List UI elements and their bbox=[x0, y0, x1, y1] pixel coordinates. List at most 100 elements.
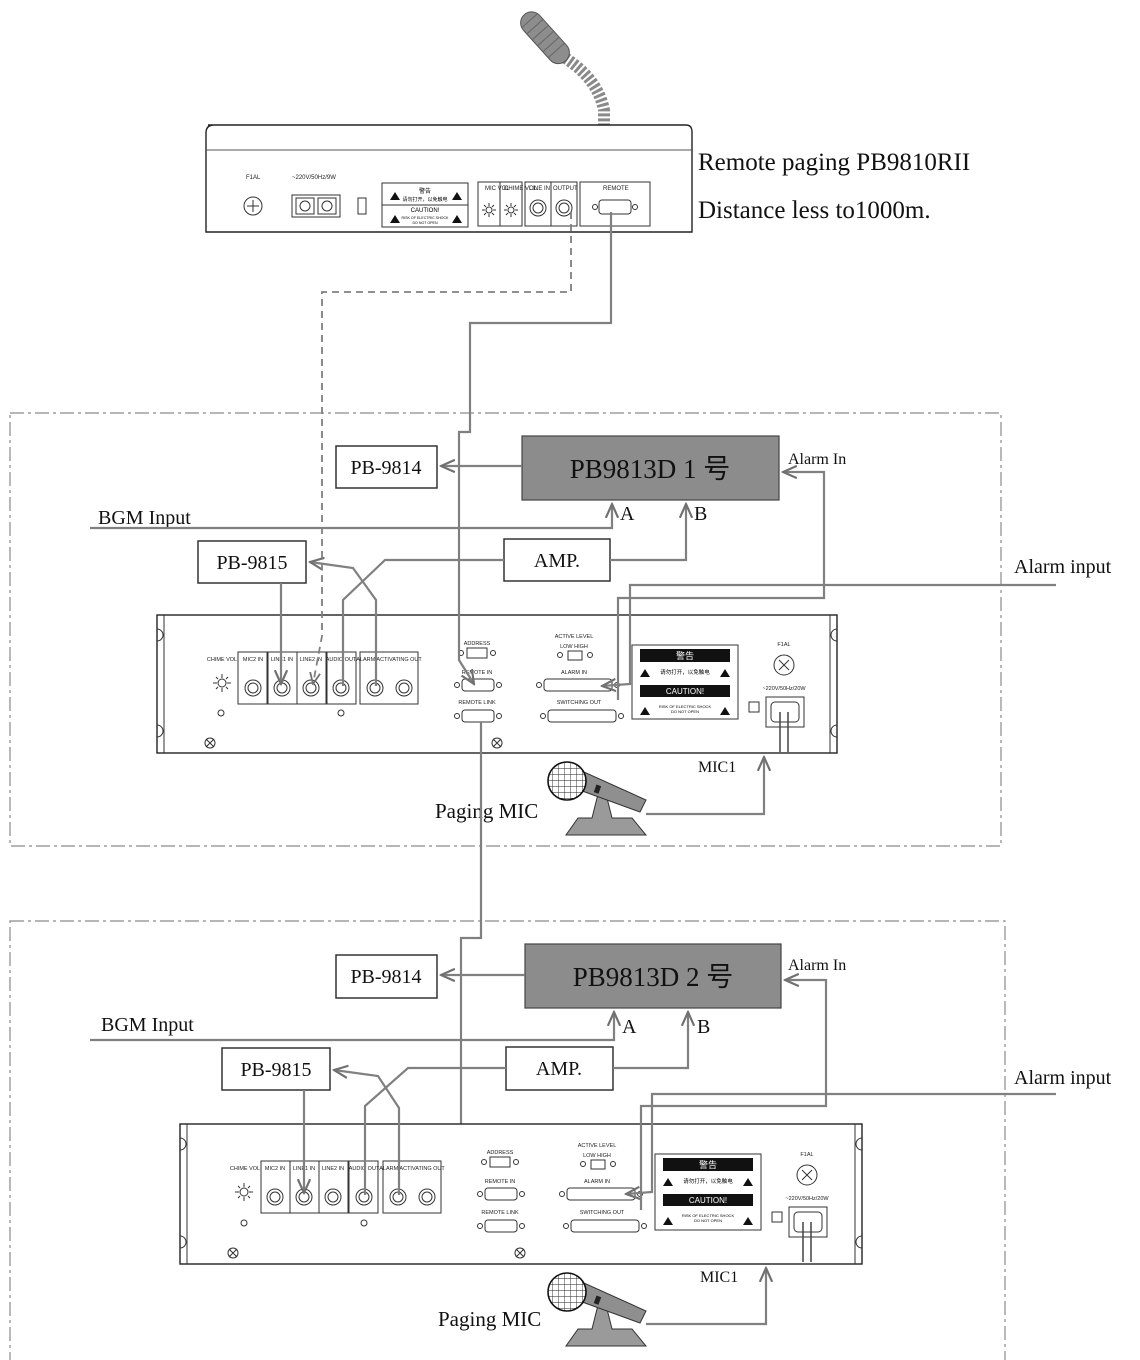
unit1-switching-out-port bbox=[547, 709, 617, 723]
unit1-switching-out-label: SWITCHING OUT bbox=[557, 700, 602, 706]
unit2-low-high-label: LOW HIGH bbox=[583, 1153, 611, 1159]
unit1-fuse-holder bbox=[773, 654, 795, 676]
unit1-level-switch bbox=[567, 650, 583, 661]
unit2-caution: CAUTION! bbox=[689, 1196, 727, 1205]
unit1-caution-sub2: DO NOT OPEN bbox=[671, 709, 699, 714]
unit2-caution-sub1: RISK OF ELECTRIC SHOCK bbox=[682, 1213, 735, 1218]
remote-line-in-jack bbox=[529, 199, 547, 217]
unit1-pb9813d-box bbox=[521, 435, 780, 501]
unit2-bgm-input-label: BGM Input bbox=[101, 1014, 194, 1036]
unit1-audio-out-jack bbox=[332, 679, 350, 697]
remote-caution-sub1: RISK OF ELECTRIC SHOCK bbox=[402, 216, 450, 220]
unit1-port-a-label: A bbox=[620, 503, 635, 525]
remote-chime-vol-knob bbox=[504, 203, 518, 217]
unit1-low-high-label: LOW HIGH bbox=[560, 644, 588, 650]
unit2-group: CHIME VOL MIC2 IN LINE1 IN LINE2 IN AUDI… bbox=[90, 943, 1112, 1347]
unit2-port-b-label: B bbox=[697, 1016, 710, 1038]
unit1-remote-link-label: REMOTE LINK bbox=[458, 700, 496, 706]
unit2-mic2-in-label: MIC2 IN bbox=[265, 1166, 285, 1172]
unit2-level-switch bbox=[590, 1159, 606, 1170]
unit2-fuse-holder bbox=[796, 1164, 818, 1186]
remote-fuse-holder bbox=[243, 196, 263, 216]
unit1-mic1-label: MIC1 bbox=[698, 759, 736, 776]
unit2-address-switch bbox=[489, 1156, 511, 1168]
remote-warning-cn: 警告 bbox=[419, 187, 431, 195]
remote-output-label: OUTPUT bbox=[553, 186, 578, 192]
unit2-alarm-in-port-label: ALARM IN bbox=[584, 1179, 610, 1185]
unit1-remote-in-label: REMOTE IN bbox=[462, 670, 493, 676]
unit1-amp-label: AMP. bbox=[534, 550, 580, 572]
unit1-warning-cn-sub: 请勿打开，以免触电 bbox=[660, 668, 710, 676]
remote-line-in-label: LINE IN bbox=[529, 186, 550, 192]
unit2-amp-box bbox=[505, 1046, 614, 1091]
unit1-pb9814-box bbox=[335, 445, 438, 489]
unit1-port-b-label: B bbox=[694, 503, 707, 525]
unit1-alarm-in-label: Alarm In bbox=[788, 451, 846, 468]
unit1-warning-label: 警告 请勿打开，以免触电 CAUTION! RISK OF ELECTRIC S… bbox=[631, 644, 739, 720]
unit1-frame bbox=[9, 412, 1002, 847]
remote-paging-station: F1AL ~220V/50Hz/9W MIC VOL CHIME VOL LIN… bbox=[205, 11, 693, 233]
unit2-mic2-jack bbox=[266, 1188, 284, 1206]
unit2-remote-in-port bbox=[484, 1187, 518, 1201]
unit2-amp-label: AMP. bbox=[536, 1058, 582, 1080]
unit1-rear-panel: CHIME VOL MIC2 IN LINE1 IN LINE2 IN AUDI… bbox=[156, 614, 838, 754]
remote-caution: CAUTION! bbox=[411, 208, 440, 214]
unit2-warning-cn: 警告 bbox=[699, 1159, 717, 1170]
unit2-remote-link-label: REMOTE LINK bbox=[481, 1210, 519, 1216]
unit2-power-socket bbox=[788, 1206, 828, 1238]
unit2-rear-panel: CHIME VOL MIC2 IN LINE1 IN LINE2 IN AUDI… bbox=[179, 1123, 863, 1265]
unit1-paging-mic-label: Paging MIC bbox=[435, 799, 538, 823]
remote-mic-vol-knob bbox=[482, 203, 496, 217]
unit1-pb9813d-label: PB9813D 1 号 bbox=[570, 454, 731, 484]
unit2-fuse-label: F1AL bbox=[800, 1152, 813, 1158]
unit2-switching-out-port bbox=[570, 1219, 640, 1233]
gooseneck-mic-head bbox=[520, 11, 570, 65]
unit1-caution-sub1: RISK OF ELECTRIC SHOCK bbox=[659, 704, 712, 709]
unit2-power-label: ~220V/50Hz/20W bbox=[785, 1196, 829, 1202]
unit1-amp-box bbox=[503, 538, 611, 582]
unit1-chime-vol-knob bbox=[213, 674, 231, 692]
remote-mic-vol-label: MIC VOL bbox=[485, 186, 510, 192]
unit1-power-label: ~220V/50Hz/20W bbox=[762, 686, 806, 692]
remote-caption-line1: Remote paging PB9810RII bbox=[698, 149, 970, 176]
unit1-mic2-jack bbox=[244, 679, 262, 697]
unit1-alarm-in-port-label: ALARM IN bbox=[561, 670, 587, 676]
unit1-mic2-in-label: MIC2 IN bbox=[243, 657, 263, 663]
unit1-power-switch bbox=[748, 701, 760, 713]
remote-fuse-label: F1AL bbox=[246, 175, 261, 181]
unit2-alarm-in-label: Alarm In bbox=[788, 957, 846, 974]
unit2-pb9814-label: PB-9814 bbox=[350, 966, 421, 988]
unit2-pb9814-box bbox=[335, 954, 438, 999]
remote-station-body bbox=[205, 124, 693, 233]
unit2-alarm-input-label: Alarm input bbox=[1014, 1067, 1112, 1089]
remote-warning-cn-sub: 请勿打开，以免触电 bbox=[402, 196, 447, 203]
unit2-pb9815-box bbox=[221, 1047, 331, 1091]
unit1-alarm-out-label: ALARM ACTIVATING OUT bbox=[356, 657, 422, 663]
remote-power-label: ~220V/50Hz/9W bbox=[292, 175, 336, 181]
unit2-chime-vol-label: CHIME VOL bbox=[230, 1166, 260, 1172]
unit2-pb9815-label: PB-9815 bbox=[240, 1059, 311, 1081]
unit1-chime-vol-label: CHIME VOL bbox=[207, 657, 237, 663]
unit2-address-label: ADDRESS bbox=[487, 1150, 514, 1156]
remote-power-socket bbox=[291, 194, 341, 218]
unit2-chime-vol-knob bbox=[235, 1183, 253, 1201]
unit2-alarm-out-label: ALARM ACTIVATING OUT bbox=[379, 1166, 445, 1172]
unit1-group: CHIME VOL MIC2 IN LINE1 IN LINE2 IN AUDI… bbox=[90, 212, 1112, 1190]
unit2-warning-cn-sub: 请勿打开，以免触电 bbox=[683, 1177, 733, 1185]
unit1-address-switch bbox=[466, 647, 488, 659]
unit1-warning-cn: 警告 bbox=[676, 650, 694, 661]
remote-caution-sub2: DO NOT OPEN bbox=[412, 221, 437, 225]
unit2-remote-in-label: REMOTE IN bbox=[485, 1179, 516, 1185]
unit2-warning-label: 警告 请勿打开，以免触电 CAUTION! RISK OF ELECTRIC S… bbox=[654, 1153, 762, 1231]
remote-chime-vol-label: CHIME VOL bbox=[504, 186, 538, 192]
remote-power-switch bbox=[357, 197, 367, 215]
unit1-line2-in-label: LINE2 IN bbox=[300, 657, 322, 663]
unit2-remote-link-port bbox=[484, 1219, 518, 1233]
unit2-caution-sub2: DO NOT OPEN bbox=[694, 1218, 722, 1223]
unit1-caution: CAUTION! bbox=[666, 687, 704, 696]
unit1-fuse-label: F1AL bbox=[777, 642, 790, 648]
remote-output-jack bbox=[555, 199, 573, 217]
unit1-active-level-label: ACTIVE LEVEL bbox=[555, 634, 594, 640]
unit2-paging-mic-icon bbox=[547, 1272, 648, 1347]
